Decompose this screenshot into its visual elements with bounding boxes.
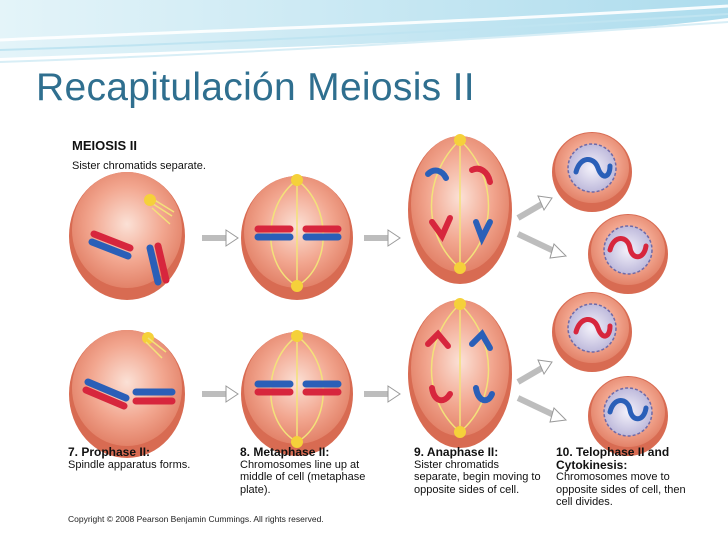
step-text: Chromosomes move to opposite sides of ce… xyxy=(556,471,686,508)
step-title: 10. Telophase II and Cytokinesis: xyxy=(556,446,694,471)
step-text: Chromosomes line up at middle of cell (m… xyxy=(240,459,365,496)
copyright-notice: Copyright © 2008 Pearson Benjamin Cummin… xyxy=(68,514,324,524)
daughter-cell xyxy=(552,132,632,212)
daughter-cell xyxy=(552,292,632,372)
step-text: Spindle apparatus forms. xyxy=(68,459,190,471)
step-title: 7. Prophase II: xyxy=(68,446,228,459)
daughter-cell xyxy=(588,376,668,456)
step-prophase-ii: 7. Prophase II: Spindle apparatus forms. xyxy=(68,446,228,471)
step-title: 8. Metaphase II: xyxy=(240,446,390,459)
meiosis-ii-figure: MEIOSIS II Sister chromatids separate. 7… xyxy=(62,126,694,530)
figure-heading: MEIOSIS II xyxy=(72,138,137,153)
step-title: 9. Anaphase II: xyxy=(414,446,544,459)
slide-title: Recapitulación Meiosis II xyxy=(36,66,475,110)
step-telophase-ii: 10. Telophase II and Cytokinesis: Chromo… xyxy=(556,446,694,509)
step-anaphase-ii: 9. Anaphase II: Sister chromatids separa… xyxy=(414,446,544,496)
step-text: Sister chromatids separate, begin moving… xyxy=(414,459,541,496)
step-metaphase-ii: 8. Metaphase II: Chromosomes line up at … xyxy=(240,446,390,496)
daughter-cell xyxy=(588,214,668,294)
prophase-cell-top xyxy=(69,172,185,300)
prophase-cell-bottom xyxy=(69,330,185,458)
figure-subheading: Sister chromatids separate. xyxy=(72,160,206,172)
